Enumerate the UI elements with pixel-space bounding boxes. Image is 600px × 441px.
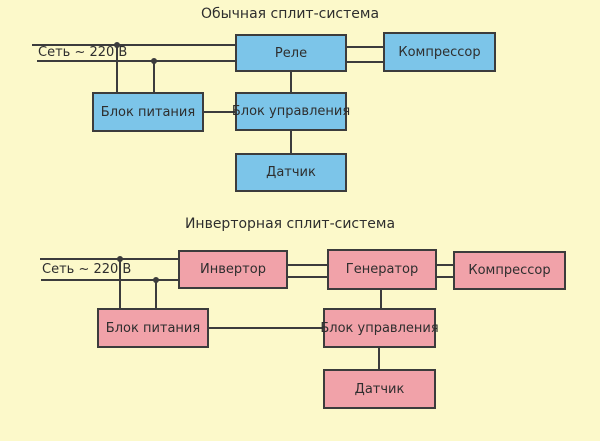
- wire-drop-to-power-supply: [116, 44, 118, 92]
- inverter-title: Инверторная сплит-система: [184, 216, 396, 232]
- box-compressor: Компрессор: [383, 32, 496, 72]
- box-generator: Генератор: [327, 249, 437, 290]
- box-control-unit: Блок управления: [232, 92, 350, 131]
- mains-wire-2: [41, 279, 178, 281]
- control-sensor-link: [290, 131, 292, 153]
- generator-compressor-link-2: [437, 276, 453, 278]
- box-compressor: Компрессор: [453, 251, 566, 290]
- relay-control-link: [290, 72, 292, 92]
- mains-wire-1: [32, 44, 235, 46]
- power-supply-control-link: [204, 111, 235, 113]
- box-power-supply: Блок питания: [97, 308, 209, 348]
- box-power-supply: Блок питания: [92, 92, 204, 132]
- mains-label: Сеть ~ 220 В: [42, 262, 132, 277]
- generator-compressor-link-1: [437, 264, 453, 266]
- mains-label: Сеть ~ 220 В: [38, 45, 128, 60]
- wire-drop-to-power-supply: [153, 60, 155, 92]
- box-inverter: Инвертор: [178, 250, 288, 289]
- conventional-title: Обычная сплит-система: [200, 6, 380, 22]
- wire-drop-to-power-supply: [119, 258, 121, 308]
- relay-compressor-link-2: [347, 61, 383, 63]
- power-supply-control-link: [209, 327, 323, 329]
- mains-wire-2: [37, 60, 235, 62]
- control-sensor-link: [378, 348, 380, 369]
- inverter-generator-link-2: [288, 276, 327, 278]
- box-sensor: Датчик: [323, 369, 436, 409]
- mains-wire-1: [40, 258, 178, 260]
- relay-compressor-link-1: [347, 46, 383, 48]
- wire-drop-to-power-supply: [155, 279, 157, 308]
- inverter-generator-link-1: [288, 264, 327, 266]
- box-sensor: Датчик: [235, 153, 347, 192]
- box-control-unit: Блок управления: [320, 308, 439, 348]
- box-relay: Реле: [235, 34, 347, 72]
- generator-control-link: [380, 290, 382, 308]
